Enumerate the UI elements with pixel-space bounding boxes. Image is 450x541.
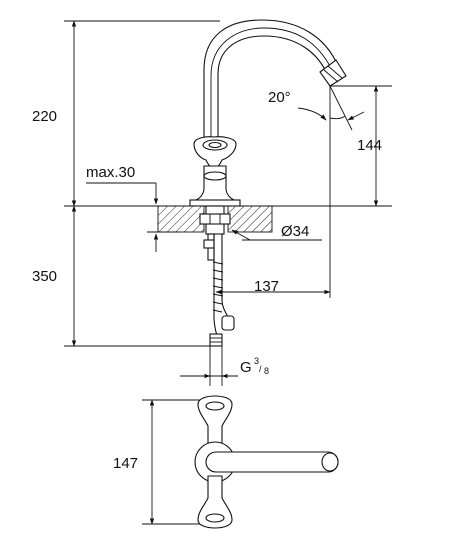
- dim-label-max-30: max.30: [86, 164, 135, 181]
- top-handle-upper-cap: [205, 401, 225, 411]
- body-base-flange: [189, 199, 241, 207]
- dim-label-thread-slash: /: [259, 364, 262, 374]
- handle-cap-indicator: [208, 141, 222, 149]
- angle-leader: [297, 107, 327, 121]
- dim-label-dia34: Ø34: [281, 223, 309, 240]
- dim-label-350: 350: [32, 268, 57, 285]
- hose-clip: [221, 315, 235, 331]
- deck-section-left: [157, 205, 205, 233]
- dim-label-thread-num: 3: [254, 356, 259, 366]
- top-handle-upper: [197, 395, 233, 449]
- mounting-nut: [199, 213, 231, 225]
- side-view: 220 350 144 20° max.30 Ø34 137 G 3 /: [32, 19, 392, 386]
- angle-arrow-right: [347, 111, 365, 121]
- hose-braid-marks: [212, 261, 224, 313]
- dim-label-angle: 20°: [268, 89, 291, 106]
- body-collar: [203, 171, 227, 181]
- spout-gooseneck: [203, 19, 339, 151]
- dim-label-220: 220: [32, 108, 57, 125]
- top-view: 147: [113, 395, 339, 529]
- deck-section-right: [227, 205, 273, 233]
- dim-label-137: 137: [254, 278, 279, 295]
- spout-angle-line: [329, 85, 353, 131]
- top-aerator: [321, 452, 339, 472]
- handle-cap: [202, 139, 228, 151]
- top-handle-lower: [197, 475, 233, 529]
- flex-hose-right: [221, 234, 233, 327]
- dim-label-thread-prefix: G: [240, 359, 252, 376]
- top-handle-lower-cap: [205, 513, 225, 523]
- spout-highlight-curve: [210, 27, 333, 77]
- angle-arc: [329, 115, 346, 120]
- rod-fitting: [203, 239, 215, 249]
- top-spout: [205, 451, 339, 473]
- dim-label-thread-den: 8: [264, 366, 269, 376]
- connection-fitting: [209, 333, 223, 347]
- aerator: [319, 59, 347, 87]
- dim-label-147: 147: [113, 455, 138, 472]
- aerator-band-1: [323, 69, 339, 83]
- aerator-band-2: [327, 65, 343, 79]
- dim-label-144: 144: [357, 137, 382, 154]
